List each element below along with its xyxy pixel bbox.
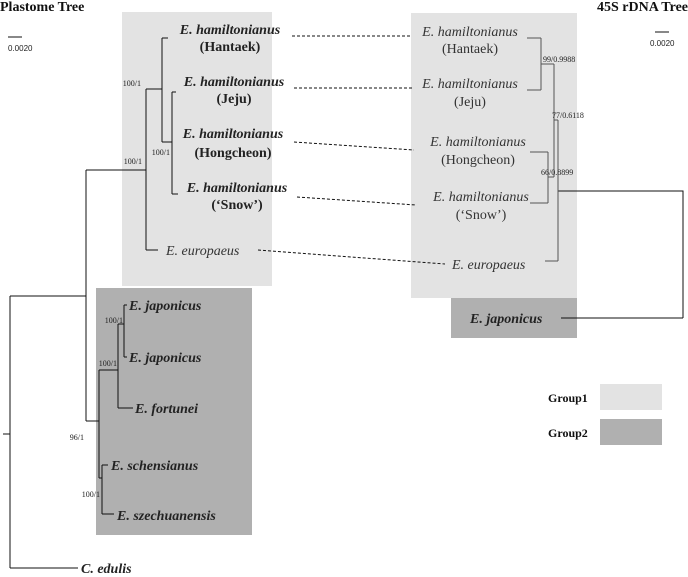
plastome-group2-box — [96, 288, 252, 535]
support-value: 100/1 — [99, 359, 117, 368]
rdna-scale-label: 0.0020 — [650, 39, 675, 48]
taxon-species: E. hamiltonianus — [429, 135, 526, 150]
outgroup-species: C. edulis — [81, 562, 132, 577]
taxon-locality: (Hantaek) — [442, 42, 498, 57]
rdna-support-values: 99/0.9988 77/0.6118 66/0.8899 — [541, 55, 584, 177]
rdna-group1-box — [411, 13, 577, 298]
plastome-taxa: E. hamiltonianus (Hantaek) E. hamiltonia… — [81, 23, 288, 577]
support-value: 100/1 — [123, 79, 141, 88]
connector-line — [296, 196, 417, 206]
plastome-hamiltonianus-clade — [146, 37, 178, 195]
support-value: 96/1 — [70, 433, 84, 442]
legend-swatch-group1 — [600, 384, 662, 410]
tree-connectors — [257, 35, 446, 265]
taxon-locality: (Jeju) — [454, 95, 486, 110]
rdna-group2-box — [451, 298, 577, 338]
rdna-hamiltonianus-clade — [527, 37, 555, 204]
taxon-species: E. hamiltonianus — [421, 25, 518, 40]
taxon-species: E. hamiltonianus — [432, 190, 529, 205]
legend-swatch-group2 — [600, 419, 662, 445]
taxon-species: E. hamiltonianus — [421, 77, 518, 92]
legend-label-group1: Group1 — [548, 391, 588, 405]
taxon-species: E. hamiltonianus — [182, 127, 284, 142]
plastome-scale-label: 0.0020 — [8, 44, 33, 53]
taxon-locality: (Jeju) — [217, 92, 252, 107]
legend: Group1 Group2 — [548, 384, 662, 445]
taxon-species: E. japonicus — [128, 351, 202, 366]
connector-line — [293, 141, 415, 151]
taxon-locality: (Hongcheon) — [195, 146, 272, 161]
plastome-ingroup-stem — [10, 170, 87, 421]
plastome-group2-clade — [86, 304, 133, 515]
taxon-locality: (Hongcheon) — [441, 153, 515, 168]
taxon-locality: (‘Snow’) — [211, 198, 263, 213]
taxon-locality: (Hantaek) — [200, 40, 261, 55]
taxon-species: E. schensianus — [110, 459, 199, 474]
legend-label-group2: Group2 — [548, 426, 588, 440]
support-value: 100/1 — [152, 148, 170, 157]
taxon-species: E. europaeus — [451, 258, 526, 273]
support-value: 77/0.6118 — [552, 111, 584, 120]
rdna-taxa: E. hamiltonianus (Hantaek) E. hamiltonia… — [421, 25, 543, 327]
support-value: 100/1 — [105, 316, 123, 325]
taxon-species: E. japonicus — [469, 312, 543, 327]
taxon-species: E. szechuanensis — [116, 509, 216, 524]
rdna-tree-title: 45S rDNA Tree — [597, 0, 688, 15]
plastome-group1-clade — [86, 89, 158, 251]
rdna-tree-branches — [527, 37, 684, 319]
support-value: 99/0.9988 — [543, 55, 575, 64]
taxon-species: E. hamiltonianus — [183, 75, 285, 90]
taxon-species: E. europaeus — [165, 244, 240, 259]
rdna-group1-clade — [545, 119, 559, 262]
support-value: 100/1 — [82, 490, 100, 499]
support-value: 66/0.8899 — [541, 168, 573, 177]
taxon-locality: (‘Snow’) — [456, 208, 507, 223]
plastome-tree-branches — [3, 37, 178, 569]
plastome-support-values: 100/1 100/1 100/1 100/1 100/1 96/1 100/1 — [70, 79, 170, 499]
rdna-outer-stem — [558, 190, 684, 319]
support-value: 100/1 — [124, 157, 142, 166]
connector-line — [257, 249, 446, 265]
taxon-species: E. hamiltonianus — [186, 181, 288, 196]
plastome-root-stem — [3, 296, 78, 569]
taxon-species: E. hamiltonianus — [179, 23, 281, 38]
plastome-group1-box — [122, 12, 272, 286]
plastome-tree-title: Plastome Tree — [0, 0, 84, 15]
taxon-species: E. japonicus — [128, 299, 202, 314]
taxon-species: E. fortunei — [134, 402, 198, 417]
